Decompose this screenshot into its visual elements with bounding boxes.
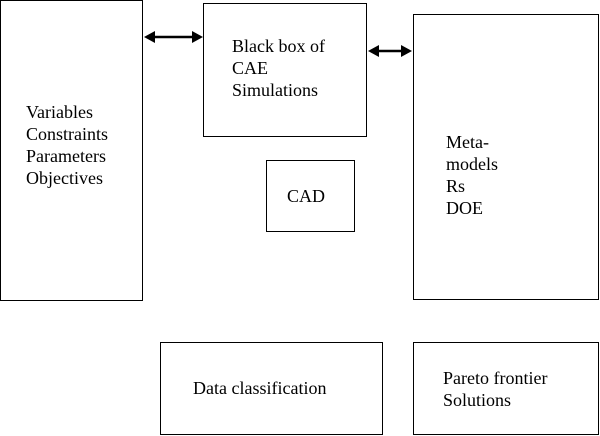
pareto-frontier-label: Pareto frontier Solutions (443, 367, 547, 411)
inputs-box (0, 0, 143, 301)
metamodels-label: Meta- models Rs DOE (446, 131, 498, 219)
metamodels-line-4: DOE (446, 198, 483, 218)
arrow-inputs-to-cae (144, 31, 203, 43)
data-classification-label: Data classification (193, 378, 327, 398)
inputs-line-parameters: Parameters (26, 146, 106, 166)
metamodels-line-2: models (446, 154, 498, 174)
cae-simulations-label: Black box of CAE Simulations (232, 35, 325, 101)
inputs-line-variables: Variables (26, 102, 93, 122)
pareto-frontier-box (413, 342, 599, 435)
cae-simulations-box (203, 3, 367, 137)
metamodels-line-3: Rs (446, 176, 466, 196)
cad-label: CAD (287, 186, 326, 206)
inputs-line-objectives: Objectives (26, 168, 103, 188)
metamodels-line-1: Meta- (446, 132, 489, 152)
cae-line-2: CAE (232, 58, 268, 78)
pareto-line-2: Solutions (443, 390, 512, 410)
inputs-box-label: Variables Constraints Parameters Objecti… (26, 101, 108, 189)
data-classification-box (160, 342, 383, 435)
cae-line-1: Black box of (232, 36, 325, 56)
cad-box (266, 160, 355, 232)
cae-line-3: Simulations (232, 80, 319, 100)
inputs-line-constraints: Constraints (26, 124, 109, 144)
pareto-line-1: Pareto frontier (443, 368, 548, 388)
arrow-cae-to-metamodels (368, 45, 412, 57)
metamodels-box (413, 14, 599, 300)
